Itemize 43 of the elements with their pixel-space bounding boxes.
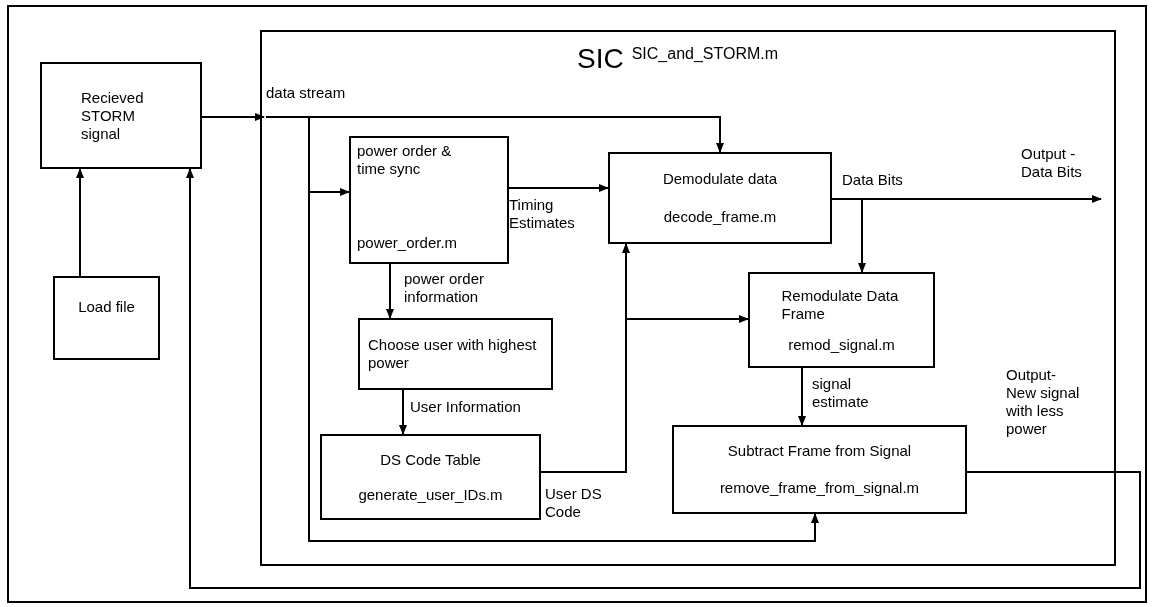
process-box	[608, 152, 832, 244]
file-name: power_order.m	[357, 234, 458, 252]
node-label: Choose user with highest power	[368, 336, 538, 372]
arrow	[386, 263, 394, 319]
process-box	[349, 136, 509, 264]
edge-label: Data Bits	[842, 171, 904, 189]
process-box	[40, 62, 202, 169]
output-label: Output - Data Bits	[1021, 145, 1083, 181]
arrow	[186, 168, 1141, 589]
edge-label: Output- New signal with less power	[1006, 366, 1081, 438]
process-box	[320, 434, 541, 520]
node-label: Demodulate data	[662, 170, 778, 188]
file-name: generate_user_IDs.m	[358, 485, 503, 504]
process-box	[672, 425, 967, 514]
edge-label: power order information	[404, 270, 486, 306]
node-label: Subtract Frame from Signal	[727, 442, 912, 461]
node-label: Remodulate Data Frame	[781, 286, 900, 323]
arrow	[201, 113, 265, 121]
container-box	[260, 30, 1116, 566]
node-label: DS Code Table	[380, 450, 481, 469]
node-label: data stream	[266, 84, 346, 102]
arrow	[265, 116, 724, 153]
edge-label: signal estimate	[812, 375, 870, 411]
arrow	[508, 184, 609, 192]
node-label: Recieved STORM signal	[81, 88, 145, 143]
node-label: Load file	[78, 298, 135, 316]
edge-label: User DS Code	[545, 485, 603, 521]
arrow	[399, 389, 407, 435]
process-box	[748, 272, 935, 368]
process-box	[53, 276, 160, 360]
file-name: decode_frame.m	[663, 208, 777, 226]
arrow	[831, 195, 1102, 203]
process-box	[358, 318, 553, 390]
arrow	[76, 168, 84, 277]
arrow	[798, 367, 806, 426]
arrow	[540, 315, 749, 473]
file-name: remod_signal.m	[788, 335, 895, 354]
file-name: remove_frame_from_signal.m	[719, 478, 920, 497]
container-title: SIC	[577, 42, 624, 76]
node-label: power order & time sync	[357, 142, 453, 178]
edge-label: Timing Estimates	[509, 196, 576, 232]
edge-label: User Information	[410, 398, 522, 416]
file-name: SIC_and_STORM.m	[631, 44, 779, 64]
